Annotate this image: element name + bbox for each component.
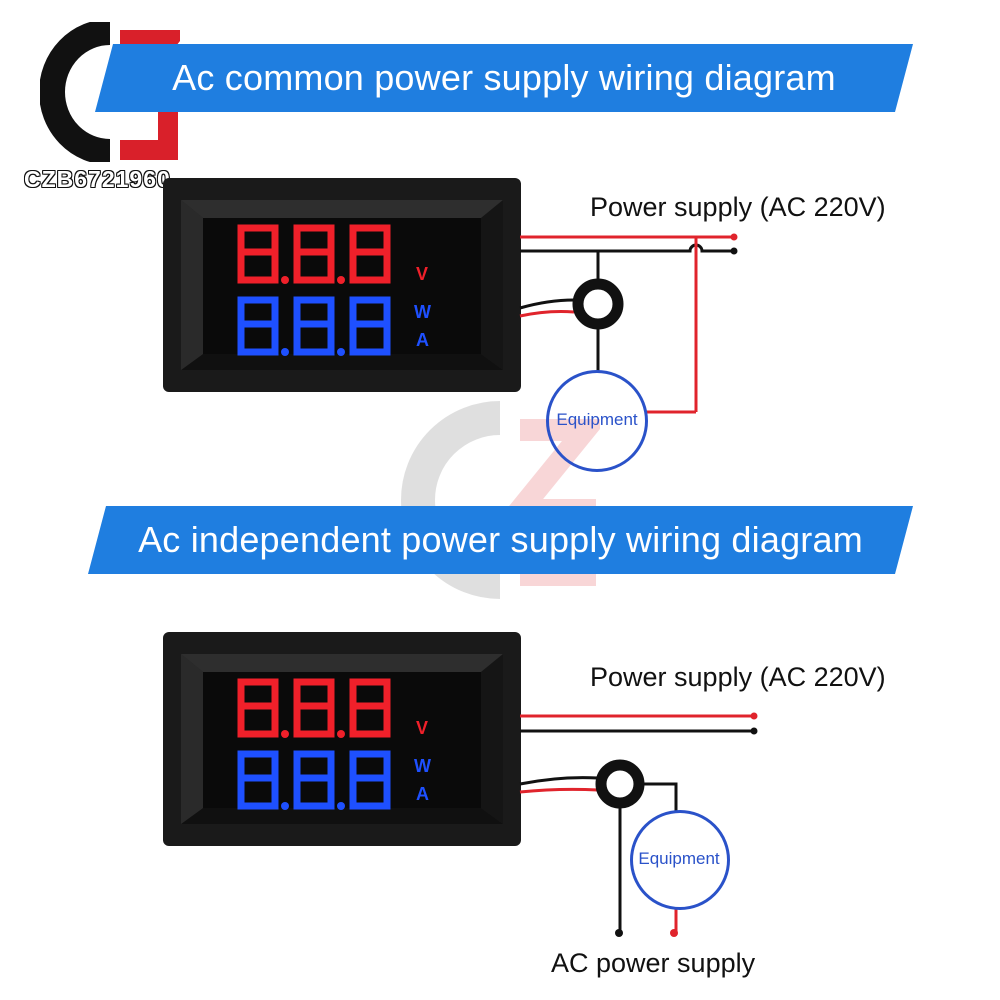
section-title-independent: Ac independent power supply wiring diagr… (138, 519, 863, 560)
unit-volts: V (416, 264, 429, 284)
display-top-digits (233, 676, 413, 745)
section-title-common: Ac common power supply wiring diagram (172, 57, 836, 98)
unit-watts: W (414, 302, 431, 322)
banner-independent: Ac independent power supply wiring diagr… (88, 506, 913, 574)
ac-supply-label: AC power supply (551, 948, 756, 978)
equipment-label-common: Equipment (556, 410, 638, 429)
unit-amps: A (416, 784, 429, 804)
equipment-label-independent: Equipment (638, 849, 720, 868)
banner-common: Ac common power supply wiring diagram (95, 44, 913, 112)
meter-display-common: V W A (163, 178, 523, 394)
display-bottom-digits (233, 748, 413, 817)
equipment-circle-independent (630, 810, 730, 910)
unit-volts: V (416, 718, 429, 738)
meter-display-independent: V W A (163, 632, 523, 848)
equipment-circle-common (546, 370, 648, 472)
brand-name: CZB6721960 (24, 166, 171, 192)
display-top-digits (233, 222, 413, 291)
power-label-common: Power supply (AC 220V) (590, 192, 886, 222)
power-label-independent: Power supply (AC 220V) (590, 662, 886, 692)
unit-amps: A (416, 330, 429, 350)
unit-watts: W (414, 756, 431, 776)
display-bottom-digits (233, 294, 413, 363)
